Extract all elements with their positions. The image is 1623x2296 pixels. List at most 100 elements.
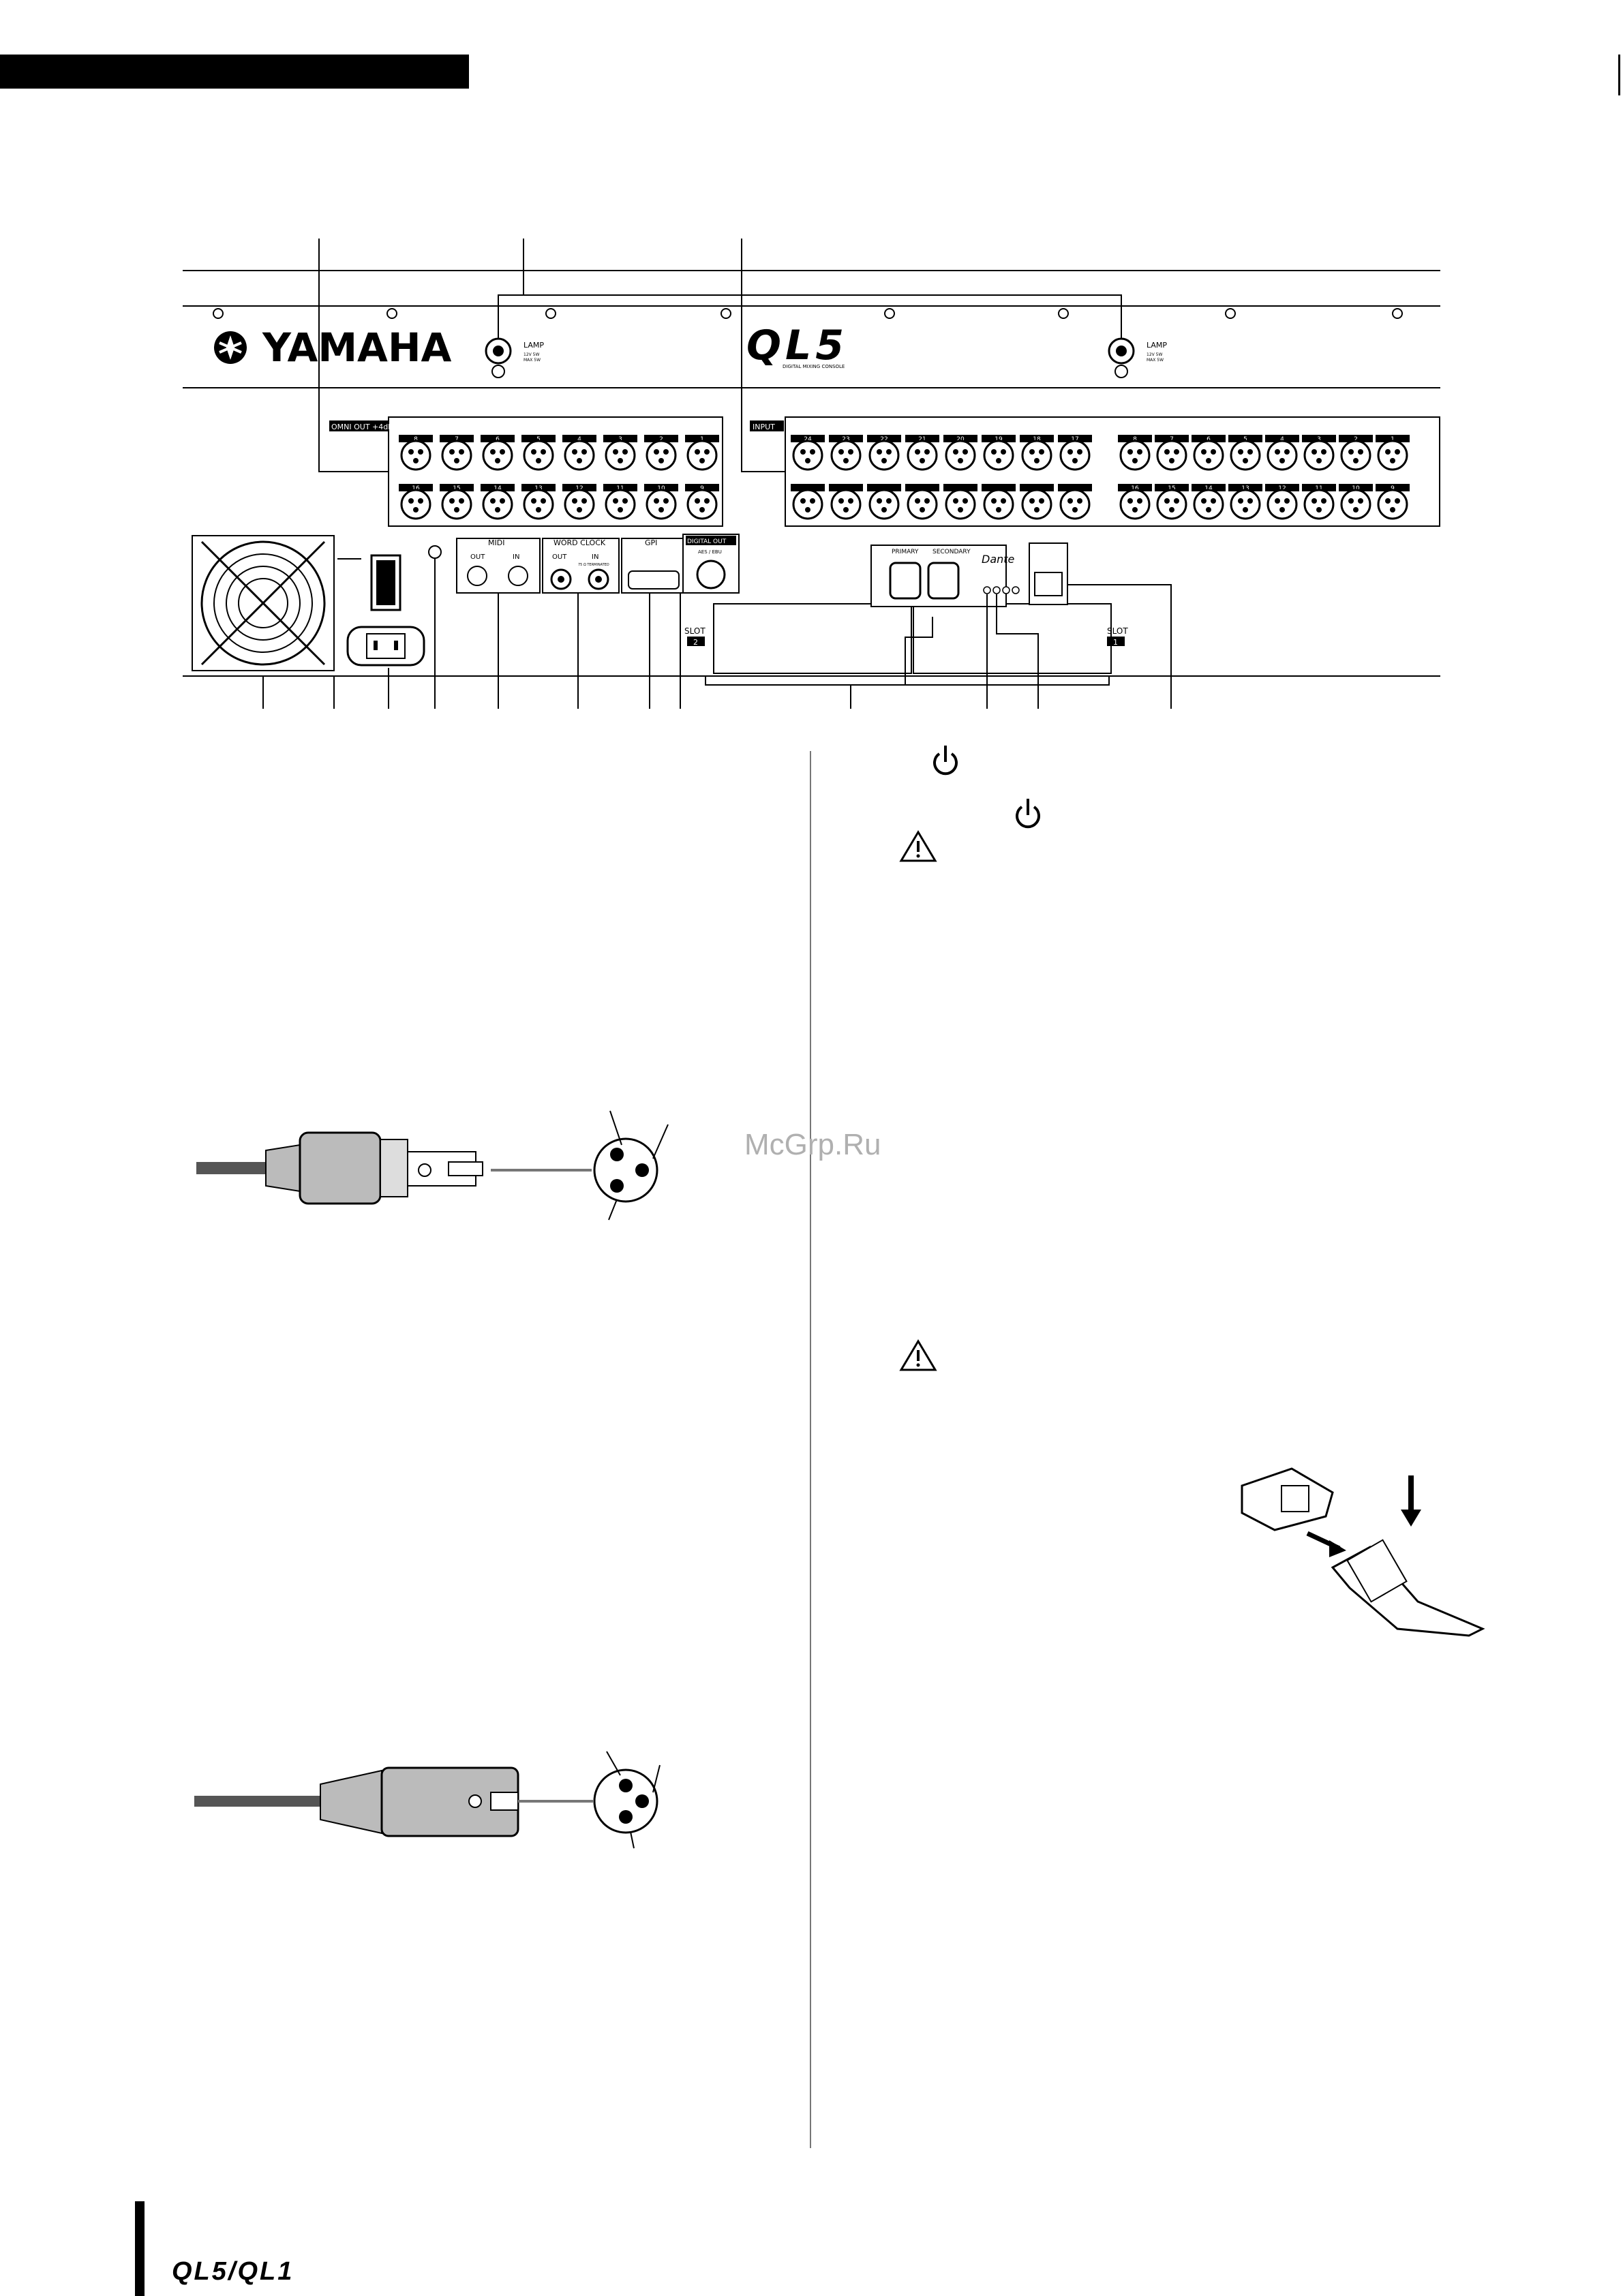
- yamaha-logo: YAMAHA: [214, 324, 451, 371]
- footer-bar: [135, 2201, 145, 2296]
- xlr-jack: 14: [1192, 484, 1226, 520]
- jack-number: 9: [700, 485, 704, 492]
- jack-number: 4: [1280, 436, 1284, 443]
- xlr-jack: 2: [644, 435, 678, 471]
- xlr-jack: 4: [1265, 435, 1299, 471]
- cooling-fan: [192, 535, 335, 671]
- xlr-jack: 7: [1155, 435, 1189, 471]
- slot-2: SLOT 2: [684, 603, 912, 674]
- secondary-label: SECONDARY: [932, 549, 971, 555]
- jack-number: 1: [700, 436, 704, 443]
- midi-label: MIDI: [488, 538, 504, 547]
- jack-number: 3: [1317, 436, 1321, 443]
- xlr-jack: 5: [1228, 435, 1262, 471]
- lamp-spec: 12V 5W: [1147, 352, 1162, 357]
- footer-model-logo: QL5/QL1: [172, 2257, 294, 2286]
- edge-mark: [1618, 55, 1620, 95]
- xlr-jack: 1: [685, 435, 719, 471]
- xlr-jack: 19: [982, 435, 1016, 471]
- jack-number: 23: [842, 436, 849, 443]
- xlr-jack: 12: [562, 484, 596, 520]
- word-clock-block: WORD CLOCK OUT IN 75 Ω TERMINATED: [542, 538, 620, 594]
- xlr-jack: 2: [1339, 435, 1373, 471]
- xlr-connector-drawing: [194, 1751, 661, 1849]
- aes-label: AES / EBU: [698, 549, 722, 555]
- panel-screw: [1225, 308, 1236, 319]
- jack-number: 9: [1391, 485, 1395, 492]
- slot-label: SLOT: [684, 626, 706, 636]
- jack-number: 6: [1207, 436, 1211, 443]
- jack-number: 2: [659, 436, 663, 443]
- jack-number: 11: [1315, 485, 1322, 492]
- xlr-jack: 3: [1302, 435, 1336, 471]
- dante-logo: Dante: [982, 553, 1015, 566]
- column-divider: [810, 751, 811, 2148]
- power-switch: [337, 554, 401, 611]
- xlr-jack: 21: [905, 435, 939, 471]
- panel-screw: [721, 308, 731, 319]
- xlr-jack: 8: [399, 435, 433, 471]
- xlr-jack: 15: [1155, 484, 1189, 520]
- jack-number: 21: [918, 436, 926, 443]
- power-cord-drawing: [1241, 1467, 1485, 1637]
- jack-number: 15: [453, 485, 460, 492]
- lamp-connector-right: LAMP 12V 5W MAX 5W: [1108, 337, 1167, 378]
- lamp-spec: MAX 5W: [524, 358, 541, 363]
- xlr-jack: [867, 484, 901, 520]
- xlr-jack: 11: [1302, 484, 1336, 520]
- warning-icon: [899, 1339, 937, 1371]
- wc-term-label: 75 Ω TERMINATED: [578, 563, 609, 567]
- xlr-jack: [829, 484, 863, 520]
- omni-out-label: OMNI OUT +4dBu: [331, 423, 398, 431]
- xlr-jack: 9: [685, 484, 719, 520]
- jack-number: 13: [1241, 485, 1249, 492]
- watermark: McGrp.Ru: [744, 1128, 881, 1161]
- jack-number: 19: [995, 436, 1003, 443]
- slot-number: 1: [1113, 638, 1118, 647]
- callout-lines: [262, 239, 1172, 709]
- dante-block: PRIMARY SECONDARY Dante: [870, 545, 1020, 607]
- jack-number: 7: [455, 436, 459, 443]
- xlr-jack: 18: [1020, 435, 1054, 471]
- xlr-jack: 13: [1228, 484, 1262, 520]
- xlr-jack: 6: [1192, 435, 1226, 471]
- midi-out-label: OUT: [470, 553, 485, 561]
- xlr-jack: 15: [440, 484, 474, 520]
- jack-number: 14: [494, 485, 502, 492]
- network-port: [1029, 542, 1068, 605]
- midi-block: MIDI OUT IN: [456, 538, 541, 594]
- screw-row: [213, 308, 1403, 319]
- panel-screw: [1392, 308, 1403, 319]
- lamp-spec: 12V 5W: [524, 352, 539, 357]
- lamp-spec: MAX 5W: [1147, 358, 1164, 363]
- xlr-jack: 7: [440, 435, 474, 471]
- jack-number: 24: [804, 436, 812, 443]
- jack-number: 18: [1033, 436, 1041, 443]
- wc-out-label: OUT: [552, 553, 567, 561]
- word-clock-label: WORD CLOCK: [553, 538, 606, 547]
- jack-number: 16: [412, 485, 420, 492]
- jack-number: 15: [1168, 485, 1175, 492]
- slot-label: SLOT: [1107, 626, 1128, 636]
- panel-screw: [545, 308, 556, 319]
- jack-number: 10: [1352, 485, 1360, 492]
- xlr-jack: [791, 484, 825, 520]
- jack-number: 13: [534, 485, 542, 492]
- xlr-jack: 1: [1376, 435, 1410, 471]
- digital-out-label: DIGITAL OUT: [687, 538, 727, 545]
- panel-screw: [884, 308, 895, 319]
- brand-name: YAMAHA: [262, 324, 451, 371]
- xlr-jack: 11: [603, 484, 637, 520]
- model-logo: QL5 DIGITAL MIXING CONSOLE: [746, 322, 845, 369]
- jack-number: 12: [1278, 485, 1286, 492]
- jack-number: 17: [1071, 436, 1078, 443]
- jack-number: 10: [657, 485, 665, 492]
- jack-number: 12: [575, 485, 583, 492]
- jack-number: 5: [1243, 436, 1247, 443]
- jack-number: 3: [618, 436, 622, 443]
- digital-out-block: DIGITAL OUT AES / EBU: [682, 534, 740, 594]
- jack-number: 22: [880, 436, 888, 443]
